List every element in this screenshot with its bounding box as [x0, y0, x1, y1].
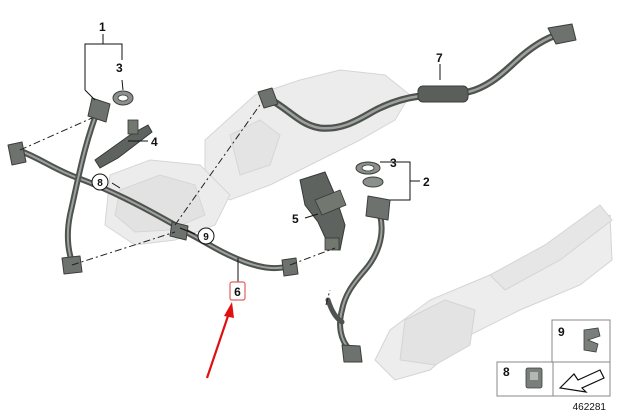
legend: 9 8 462281	[496, 319, 611, 413]
bracket-5	[299, 171, 347, 251]
callout-1: 1	[99, 20, 106, 34]
hose-2	[325, 195, 391, 363]
callout-9-circle	[197, 227, 215, 245]
legend-box-9	[551, 319, 611, 363]
callout-2: 2	[423, 175, 430, 189]
callout-6-highlight	[229, 281, 246, 301]
hose-6	[169, 221, 299, 277]
legend-box-8	[496, 361, 554, 397]
callout-8: 8	[97, 178, 103, 189]
callout-9: 9	[203, 232, 209, 243]
legend-label-9: 9	[558, 325, 565, 339]
hose-7	[257, 23, 577, 132]
legend-label-8: 8	[503, 365, 510, 379]
image-number: 462281	[573, 402, 607, 413]
assembly-lines	[19, 101, 336, 306]
clip-9-icon	[583, 327, 601, 353]
pointer-arrow	[205, 302, 234, 379]
bracket-4	[94, 119, 153, 169]
clip-8-icon	[525, 367, 543, 389]
callout-3-left: 3	[116, 61, 123, 75]
orientation-arrow-icon	[558, 369, 605, 393]
hose-1	[7, 97, 183, 275]
charge-air-duct-ghost	[374, 204, 613, 381]
callout-5: 5	[292, 212, 299, 226]
clip-3-left	[112, 90, 134, 106]
callout-7: 7	[436, 51, 443, 65]
clip-3-right	[355, 161, 384, 188]
callout-6: 6	[234, 285, 241, 299]
leader-lines	[84, 34, 441, 283]
callout-4: 4	[151, 135, 158, 149]
callout-3-right: 3	[390, 156, 397, 170]
intake-manifold-ghost	[104, 69, 411, 246]
callout-8-circle	[91, 173, 109, 191]
callouts: 1 3 4 7 3 2 5 8 9 6	[91, 20, 443, 301]
